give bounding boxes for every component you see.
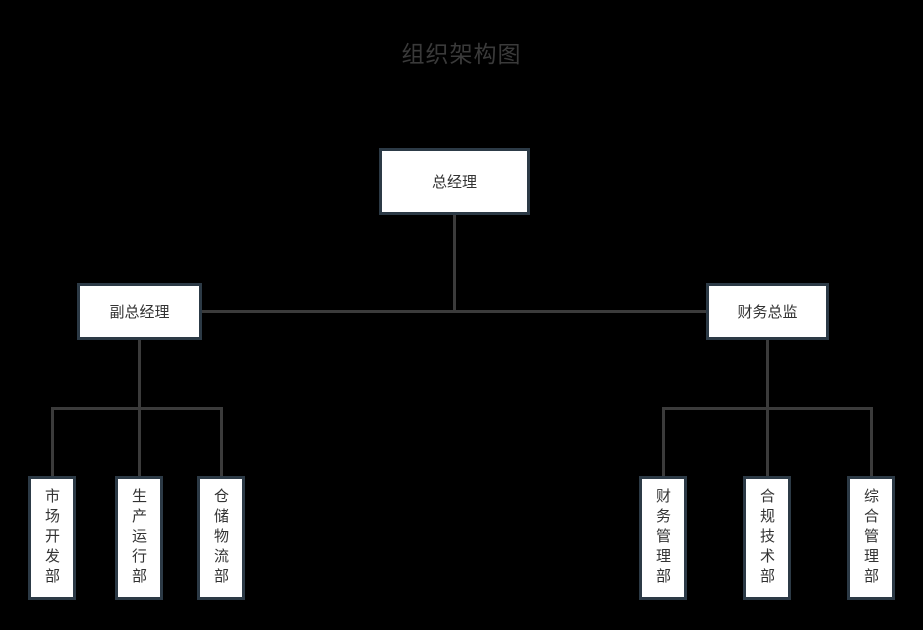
node-market-development-dept[interactable]: 市场开发部 xyxy=(28,476,76,600)
connector-drop-compliance xyxy=(766,407,769,476)
page-title: 组织架构图 xyxy=(401,42,522,68)
node-production-operations-dept[interactable]: 生产运行部 xyxy=(115,476,163,600)
node-deputy-general-manager[interactable]: 副总经理 xyxy=(77,283,202,340)
connector-cfo-stem xyxy=(766,340,769,410)
connector-gm-stem xyxy=(453,215,456,311)
node-label: 生产运行部 xyxy=(130,488,148,588)
node-general-administration-dept[interactable]: 综合管理部 xyxy=(847,476,895,600)
connector-level2-bus xyxy=(202,310,706,313)
node-label: 副总经理 xyxy=(109,302,170,321)
node-label: 仓储物流部 xyxy=(212,488,230,588)
connector-drop-logistics xyxy=(220,407,223,476)
connector-drop-finance xyxy=(662,407,665,476)
node-label: 合规技术部 xyxy=(758,488,776,588)
node-finance-director[interactable]: 财务总监 xyxy=(706,283,829,340)
connector-drop-admin xyxy=(870,407,873,476)
connector-left-group-bus xyxy=(51,407,223,410)
node-warehouse-logistics-dept[interactable]: 仓储物流部 xyxy=(197,476,245,600)
node-label: 财务总监 xyxy=(737,302,798,321)
node-label: 财务管理部 xyxy=(654,488,672,588)
node-label: 总经理 xyxy=(431,172,477,191)
node-compliance-technology-dept[interactable]: 合规技术部 xyxy=(743,476,791,600)
node-general-manager[interactable]: 总经理 xyxy=(379,148,530,215)
node-finance-management-dept[interactable]: 财务管理部 xyxy=(639,476,687,600)
connector-vgm-stem xyxy=(138,340,141,410)
connector-drop-market xyxy=(51,407,54,476)
node-label: 市场开发部 xyxy=(43,488,61,588)
connector-drop-prod xyxy=(138,407,141,476)
node-label: 综合管理部 xyxy=(862,488,880,588)
